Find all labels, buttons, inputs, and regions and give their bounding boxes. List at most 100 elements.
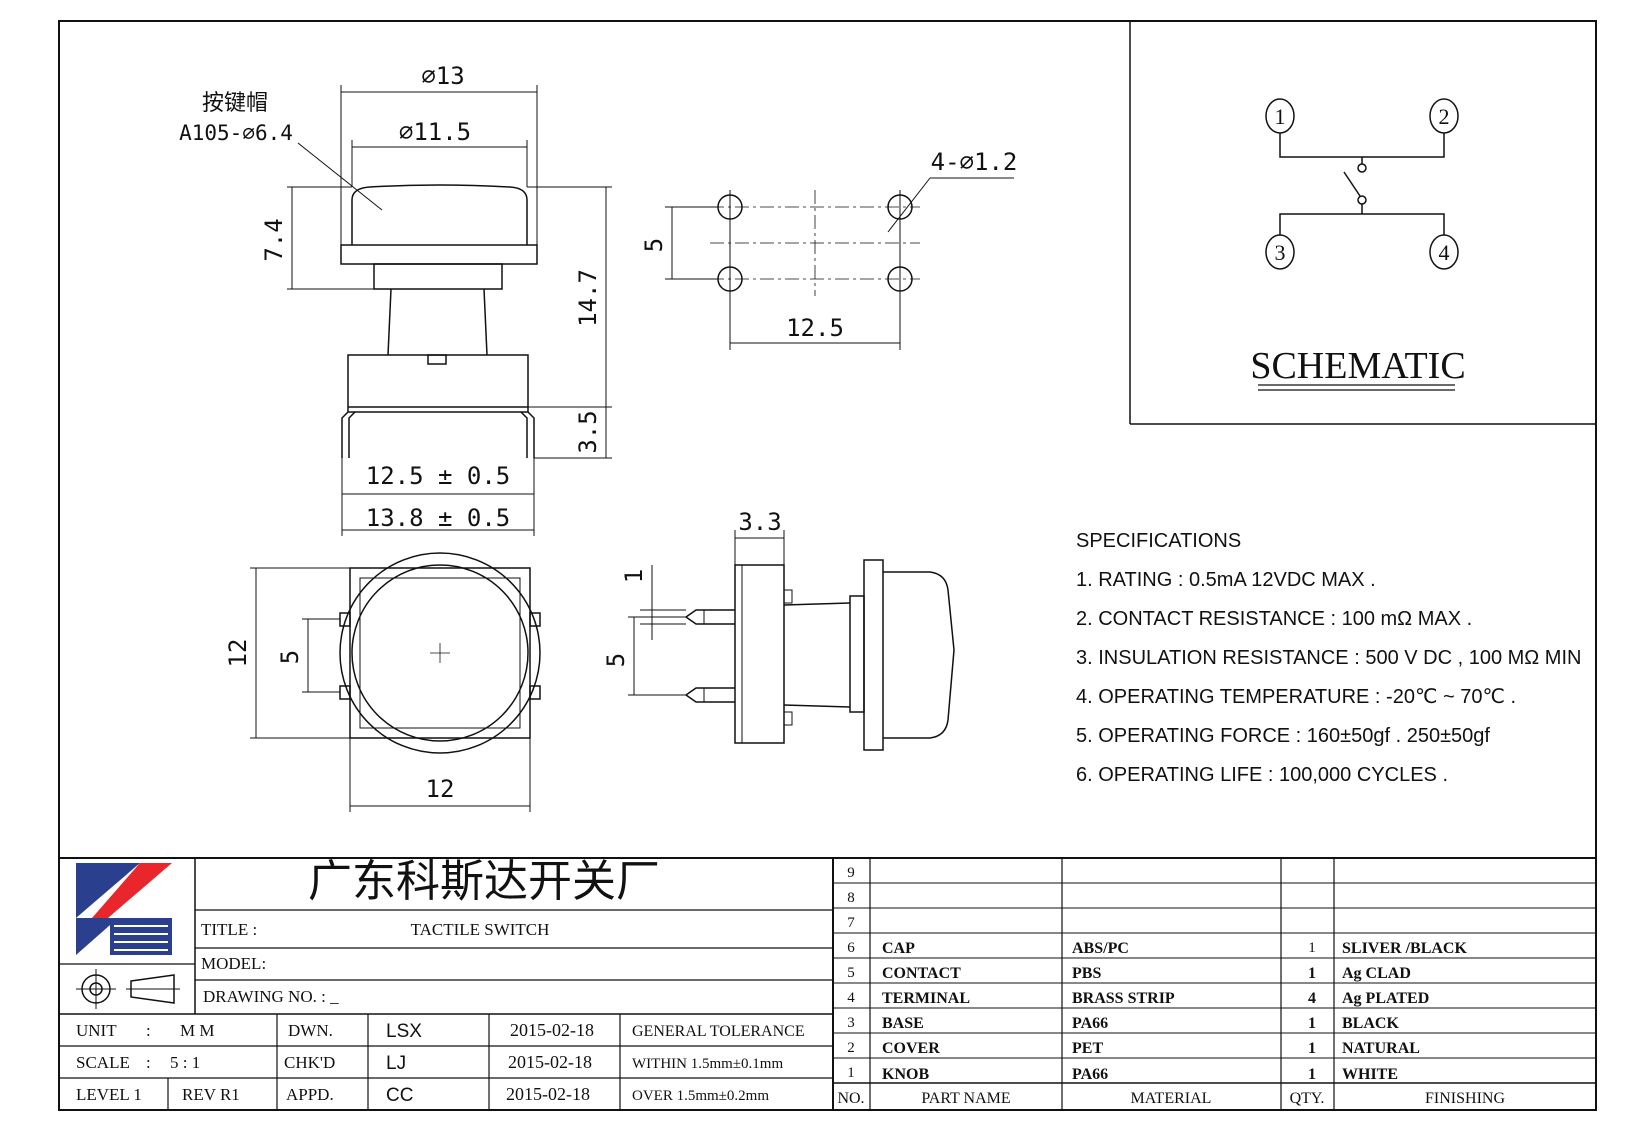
company-name: 广东科斯达开关厂 [308,856,660,907]
spec-item: 3. INSULATION RESISTANCE : 500 V DC , 10… [1076,647,1582,669]
dim-h7-4: 7.4 [260,218,288,261]
cap-label-cn: 按键帽 [202,91,268,116]
bom-header-qty: QTY. [1290,1090,1325,1107]
bom-header-no: NO. [837,1090,864,1107]
bom-material: PA66 [1072,1066,1108,1083]
bom-part: KNOB [882,1066,929,1083]
dim-h14-7: 14.7 [574,269,602,327]
svg-text:2: 2 [1439,104,1450,129]
bom-no: 7 [847,915,855,931]
bom-qty: 1 [1308,940,1316,956]
appd-name: CC [386,1085,413,1106]
schematic-title: SCHEMATIC [1250,345,1465,387]
dim-3-3: 3.3 [738,508,781,536]
bom-header-material: MATERIAL [1131,1090,1212,1107]
dim-1: 1 [620,569,648,583]
bom-no: 3 [847,1015,855,1031]
bom-qty: 4 [1308,990,1316,1007]
appd-label: APPD. [286,1085,334,1104]
svg-text:3: 3 [1275,240,1286,265]
bom-part: CONTACT [882,965,961,982]
bom-material: BRASS STRIP [1072,990,1175,1007]
bom-finish: BLACK [1342,1015,1399,1032]
bom-finish: NATURAL [1342,1040,1420,1057]
chk-name: LJ [386,1053,406,1074]
title-block [59,857,1596,1110]
tolerance-over: OVER 1.5mm±0.2mm [632,1088,769,1104]
model-label: MODEL: [201,954,266,973]
svg-text:1: 1 [1275,104,1286,129]
dim-w12-5-tol: 12.5 ± 0.5 [366,462,511,490]
projection-symbol-icon [76,969,180,1009]
side-view [628,530,955,751]
pcb-footprint [665,177,1014,350]
chk-date: 2015-02-18 [508,1052,592,1072]
top-view [250,552,541,812]
bom-material: ABS/PC [1072,940,1129,957]
scale-label: SCALE [76,1053,130,1072]
dim-holes: 4-⌀1.2 [931,148,1018,176]
front-view [287,85,612,536]
bom-no: 9 [847,865,855,881]
bom-row: 4 TERMINAL BRASS STRIP 4 Ag PLATED [847,990,1429,1007]
spec-item: 1. RATING : 0.5mA 12VDC MAX . [1076,569,1376,591]
dim-5-top: 5 [276,650,304,664]
dim-pitch-12-5: 12.5 [786,314,844,342]
bom-no: 6 [847,940,855,956]
appd-date: 2015-02-18 [506,1084,590,1104]
bom-part: BASE [882,1015,924,1032]
dim-d13: ⌀13 [421,62,464,90]
bom-part: TERMINAL [882,990,970,1007]
bom-row: 1 KNOB PA66 1 WHITE [847,1065,1398,1083]
bom-row: 5 CONTACT PBS 1 Ag CLAD [847,965,1411,982]
bom-no: 5 [847,965,855,981]
schematic-wires [1279,133,1445,235]
dim-12-horizontal: 12 [426,775,455,803]
schematic-pin-4: 4 [1429,234,1459,270]
bom-qty: 1 [1308,1040,1316,1057]
schematic-panel: 1 2 3 4 SCHEMATIC [1129,21,1596,425]
scale-value: 5 : 1 [170,1053,200,1072]
bom-row: 9 [847,865,855,881]
bom-row: 3 BASE PA66 1 BLACK [847,1015,1399,1032]
scale-colon: : [146,1053,151,1072]
bom-finish: SLIVER /BLACK [1342,940,1467,957]
tolerance-within: WITHIN 1.5mm±0.1mm [632,1056,783,1072]
level-label: LEVEL 1 [76,1085,142,1104]
bom-no: 8 [847,890,855,906]
bom-part: COVER [882,1040,940,1057]
schematic-pin-2: 2 [1429,98,1459,134]
dim-h3-5: 3.5 [574,410,602,453]
bom-qty: 1 [1308,1015,1316,1032]
bom-part: CAP [882,940,915,957]
cap-label-part: A105-⌀6.4 [179,121,293,145]
bom-finish: Ag CLAD [1342,965,1411,982]
schematic-pin-3: 3 [1265,234,1295,270]
schematic-pin-1: 1 [1265,98,1295,134]
title-value: TACTILE SWITCH [411,920,550,939]
bom-no: 2 [847,1040,855,1056]
unit-label: UNIT [76,1021,117,1040]
bom-header-part: PART NAME [921,1090,1010,1107]
bom-material: PET [1072,1040,1103,1057]
sheet-border [58,20,1597,1111]
bom-row: 8 [847,890,855,906]
svg-text:4: 4 [1439,240,1450,265]
unit-colon: : [146,1021,151,1040]
spec-item: 6. OPERATING LIFE : 100,000 CYCLES . [1076,764,1449,786]
dwn-name: LSX [386,1021,422,1042]
dim-pitch-5: 5 [640,238,668,252]
dim-w13-8-tol: 13.8 ± 0.5 [366,504,511,532]
drawing-no-label: DRAWING NO. : _ [203,987,339,1006]
bom-finish: Ag PLATED [1342,990,1429,1007]
bom-no: 1 [847,1065,855,1081]
specifications-heading: SPECIFICATIONS [1076,530,1242,552]
chk-label: CHK'D [284,1053,335,1072]
bom-material: PA66 [1072,1015,1108,1032]
title-label: TITLE : [201,920,257,939]
bom-row: 2 COVER PET 1 NATURAL [847,1040,1420,1057]
bom-material: PBS [1072,965,1101,982]
bom-finish: WHITE [1342,1066,1398,1083]
dim-5-side: 5 [602,653,630,667]
